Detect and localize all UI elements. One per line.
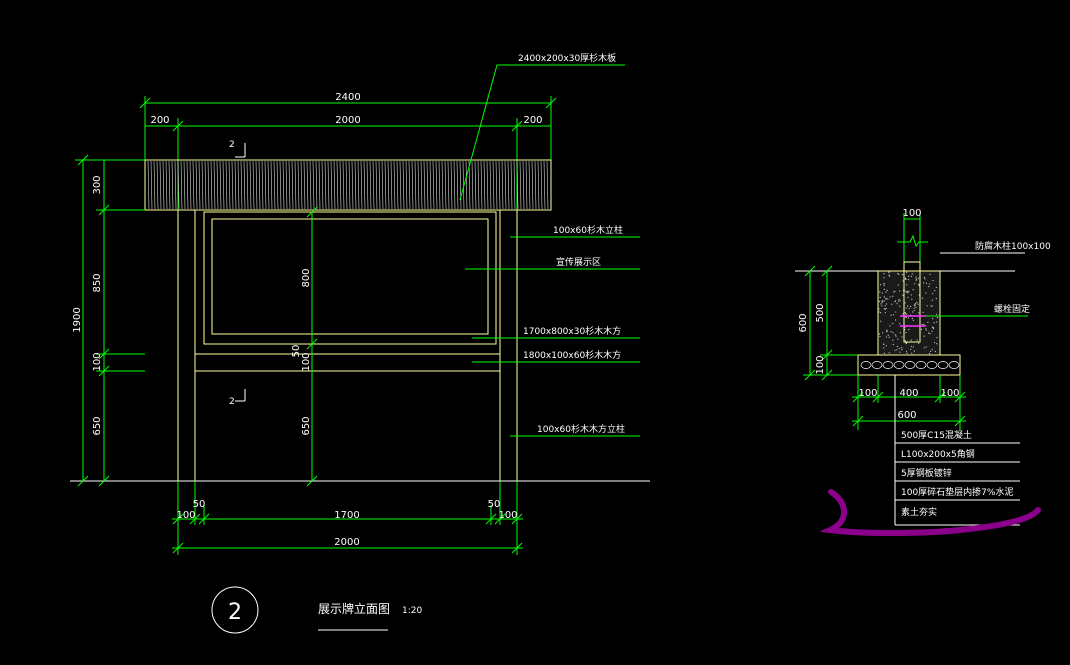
title-scale: 1:20: [402, 606, 422, 616]
markup-stroke: [819, 489, 1041, 536]
section-dim-footing: 500: [815, 303, 826, 322]
layer-steel-plate: 5厚钢板镀锌: [901, 467, 952, 479]
dim-right-gap: 50: [488, 499, 501, 510]
elevation-labels: 2400x200x30厚杉木板 100x60杉木立柱 宣传展示区 1700x80…: [459, 52, 640, 437]
layer-compacted-soil: 素土夯实: [901, 506, 937, 518]
frame: [177, 210, 518, 481]
section-marker-mid: 2: [229, 389, 246, 407]
section-dim-a: 100: [858, 388, 877, 399]
bottom-dimensions: 100 50 1700 50 100 2000: [172, 481, 523, 555]
title-number: 2: [228, 600, 242, 625]
dim-right-post: 100: [498, 510, 517, 521]
label-panel-timber: 1700x800x30杉木木方: [523, 325, 621, 337]
svg-text:2: 2: [229, 397, 235, 407]
label-post: 100x60杉木立柱: [553, 224, 623, 236]
dim-post-to-post: 2000: [334, 537, 359, 548]
dim-middle-span: 2000: [335, 115, 360, 126]
footing-section: 100 防腐木柱100x100 螺栓固定 600 500 100: [795, 208, 1051, 536]
title-name: 展示牌立面图: [318, 601, 390, 616]
dim-beam-height: 100: [92, 352, 103, 371]
inner-dimensions: 800 50 100 650: [291, 206, 318, 487]
section-dim-total: 600: [897, 410, 916, 421]
section-post-width: 100: [902, 208, 921, 219]
dim-leg-height: 650: [92, 416, 103, 435]
dim-overall-width: 2400: [335, 92, 360, 103]
layer-gravel: 100厚碎石垫层内掺7%水泥: [901, 486, 1013, 498]
dim-left-post: 100: [176, 510, 195, 521]
dim-panel-height: 850: [92, 273, 103, 292]
section-ground-label: 防腐木柱100x100: [975, 240, 1051, 252]
section-bolt-label: 螺栓固定: [994, 303, 1030, 315]
dim-gap: 50: [291, 345, 302, 358]
section-dim-b: 400: [899, 388, 918, 399]
dim-left-gap: 50: [193, 499, 206, 510]
left-dimensions: 1900 300 850 100 650: [72, 154, 145, 487]
layer-angle-steel: L100x200x5角钢: [901, 448, 975, 460]
section-marker-top: 2: [229, 140, 246, 158]
layer-concrete: 500厚C15混凝土: [901, 429, 972, 441]
dim-inner-leg: 650: [301, 416, 312, 435]
dim-display-height: 800: [301, 268, 312, 287]
section-dim-overall: 600: [798, 313, 809, 332]
label-crossbeam: 1800x100x60杉木木方: [523, 349, 621, 361]
roof-board: [144, 159, 552, 211]
dim-inner-span: 1700: [334, 510, 359, 521]
dim-crossbeam: 100: [301, 352, 312, 371]
dim-overall-height: 1900: [72, 307, 83, 332]
label-display-area: 宣传展示区: [556, 256, 601, 268]
top-dimensions: 2400 200 2000 200: [139, 92, 557, 210]
label-leg-post: 100x60杉木木方立柱: [537, 423, 625, 435]
dim-roof-height: 300: [92, 175, 103, 194]
drawing-title: 2 展示牌立面图 1:20: [211, 586, 422, 634]
section-dim-base: 100: [815, 355, 826, 374]
dim-right-overhang: 200: [523, 115, 542, 126]
section-dim-c: 100: [940, 388, 959, 399]
dim-left-overhang: 200: [150, 115, 169, 126]
label-roof-board: 2400x200x30厚杉木板: [518, 52, 616, 64]
svg-text:2: 2: [229, 140, 235, 150]
